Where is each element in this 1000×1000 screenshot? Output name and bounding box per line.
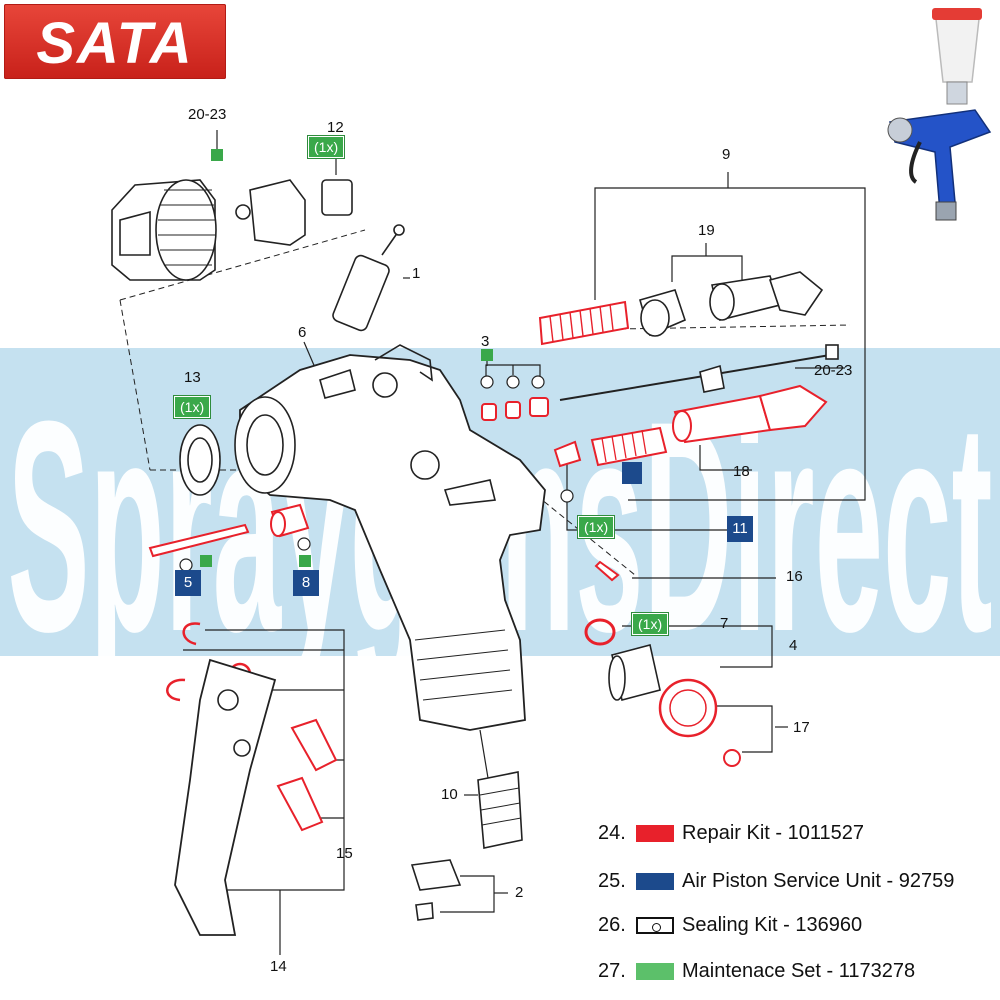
legend-number: 25. (598, 869, 626, 892)
legend-label: Air Piston Service Unit - 92759 (682, 869, 955, 892)
legend-number: 24. (598, 821, 626, 844)
callout-4: 4 (789, 637, 798, 654)
callout-19: 19 (698, 222, 715, 239)
qty-badge-13: (1x) (172, 395, 212, 419)
legend-number: 27. (598, 959, 626, 982)
kit-box-5: 5 (175, 570, 201, 596)
maintenance-marker (299, 555, 311, 567)
legend-item-maintenance-set: 27. Maintenace Set - 1173278 (598, 956, 915, 986)
spray-gun-thumbnail (887, 8, 992, 221)
callout-7: 7 (720, 615, 729, 632)
kit-box-8: 8 (293, 570, 319, 596)
callout-15: 15 (336, 845, 353, 862)
callout-2: 2 (515, 884, 524, 901)
callout-13: 13 (184, 369, 201, 386)
callout-18: 18 (733, 463, 750, 480)
callout-1: 1 (412, 265, 421, 282)
sata-logo-text: SATA (36, 11, 194, 76)
legend-label: Maintenace Set - 1173278 (682, 959, 916, 982)
legend-swatch (636, 916, 674, 934)
callout-17: 17 (793, 719, 810, 736)
legend-swatch (636, 872, 674, 890)
maintenance-marker (200, 555, 212, 567)
legend-label: Repair Kit - 1011527 (682, 821, 864, 844)
callout-10: 10 (441, 786, 458, 803)
callout-20-23-right: 20-23 (814, 362, 853, 379)
maintenance-marker (481, 349, 493, 361)
callout-14: 14 (270, 958, 287, 975)
maintenance-marker (211, 149, 223, 161)
callout-20-23-top: 20-23 (188, 106, 227, 123)
air-piston-marker (622, 462, 642, 484)
kit-box-11: 11 (727, 516, 753, 542)
callout-3: 3 (481, 333, 490, 350)
legend-number: 26. (598, 913, 626, 936)
legend-item-air-piston: 25. Air Piston Service Unit - 92759 (598, 866, 954, 896)
qty-badge-11: (1x) (576, 515, 616, 539)
qty-badge-12: (1x) (306, 135, 346, 159)
legend-item-repair-kit: 24. Repair Kit - 1011527 (598, 818, 864, 848)
legend-swatch (636, 962, 674, 980)
callout-16: 16 (786, 568, 803, 585)
legend-item-sealing-kit: 26. Sealing Kit - 136960 (598, 910, 862, 940)
legend-swatch (636, 824, 674, 842)
qty-badge-7: (1x) (630, 612, 670, 636)
callout-6: 6 (298, 324, 307, 341)
legend-label: Sealing Kit - 136960 (682, 913, 863, 936)
sata-logo: SATA (4, 4, 226, 79)
callout-12: 12 (327, 119, 344, 136)
callout-9: 9 (722, 146, 731, 163)
